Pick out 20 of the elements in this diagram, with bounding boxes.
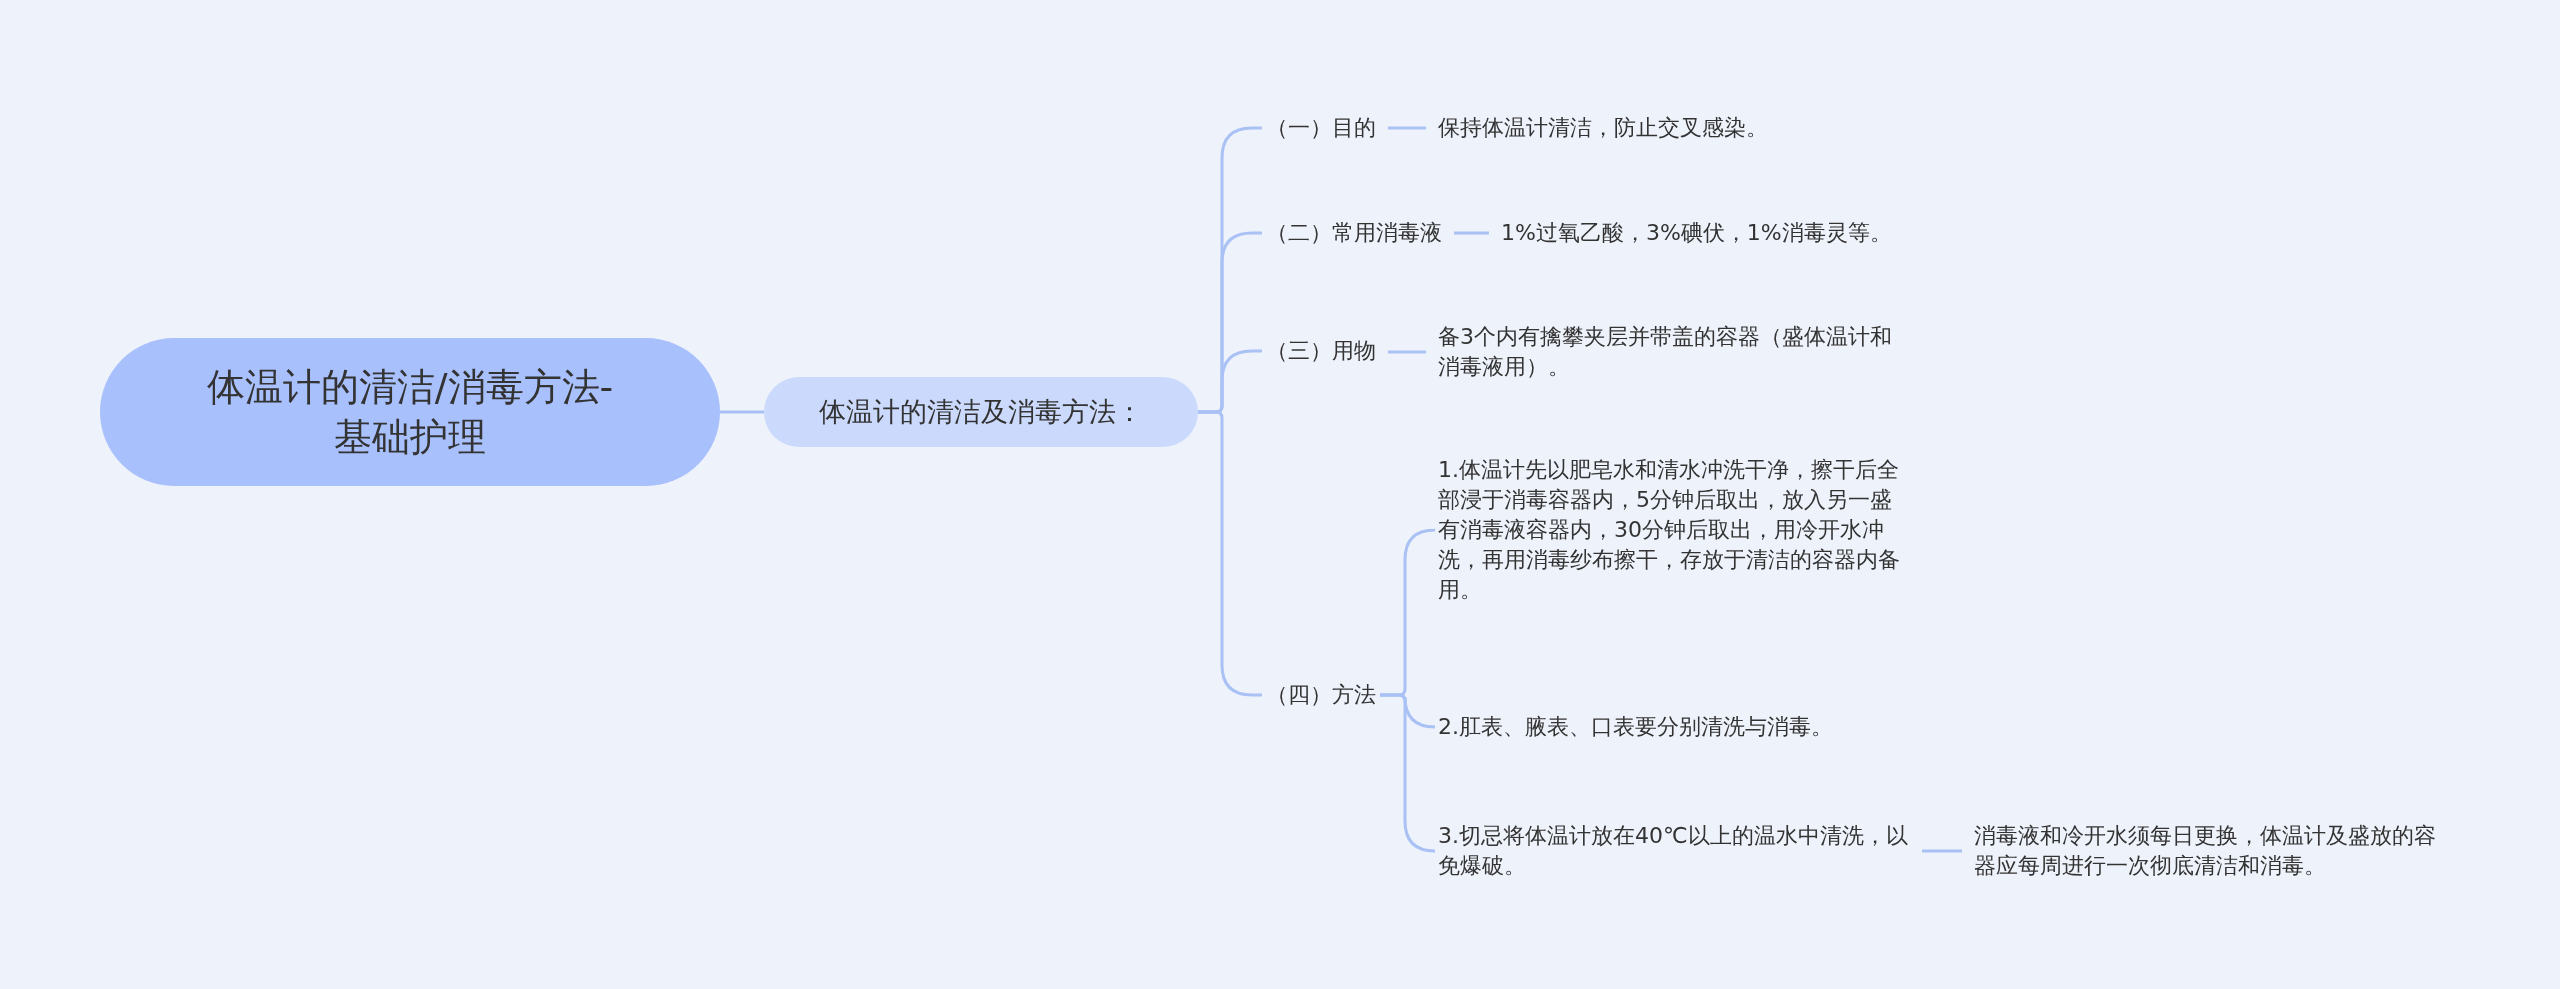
connector-line <box>1388 126 1426 130</box>
connector-line <box>720 410 764 414</box>
connector-line <box>1380 693 1437 853</box>
main-topic: 体温计的清洁及消毒方法： <box>764 377 1198 447</box>
connector-line <box>1454 231 1489 235</box>
topic-text: 1%过氧乙酸，3%碘伏，1%消毒灵等。 <box>1497 218 1896 248</box>
connector-line <box>1922 849 1962 853</box>
topic-text: （四）方法 <box>1262 680 1380 710</box>
topic-text: 3.切忌将体温计放在40℃以上的温水中清洗，以免爆破。 <box>1434 821 1914 881</box>
connector-line <box>1388 350 1426 354</box>
central-topic: 体温计的清洁/消毒方法-基础护理 <box>100 338 720 486</box>
topic-text: （二）常用消毒液 <box>1262 218 1446 248</box>
connector-line <box>1198 410 1262 697</box>
topic-text: （三）用物 <box>1262 336 1380 366</box>
topic-text: 1.体温计先以肥皂水和清水冲洗干净，擦干后全部浸于消毒容器内，5分钟后取出，放入另一盛有消毒液容器内，30分钟后取出，用冷开水冲洗，再用消毒纱布擦干，存放于清洁的容器内备用。 <box>1434 455 1914 605</box>
topic-text: 备3个内有擒攀夹层并带盖的容器（盛体温计和消毒液用）。 <box>1434 322 1914 382</box>
topic-text: 2.肛表、腋表、口表要分别清洗与消毒。 <box>1434 712 1837 742</box>
topic-text: 保持体温计清洁，防止交叉感染。 <box>1434 113 1772 143</box>
topic-text: 消毒液和冷开水须每日更换，体温计及盛放的容器应每周进行一次彻底清洁和消毒。 <box>1970 821 2460 881</box>
topic-text: （一）目的 <box>1262 113 1380 143</box>
